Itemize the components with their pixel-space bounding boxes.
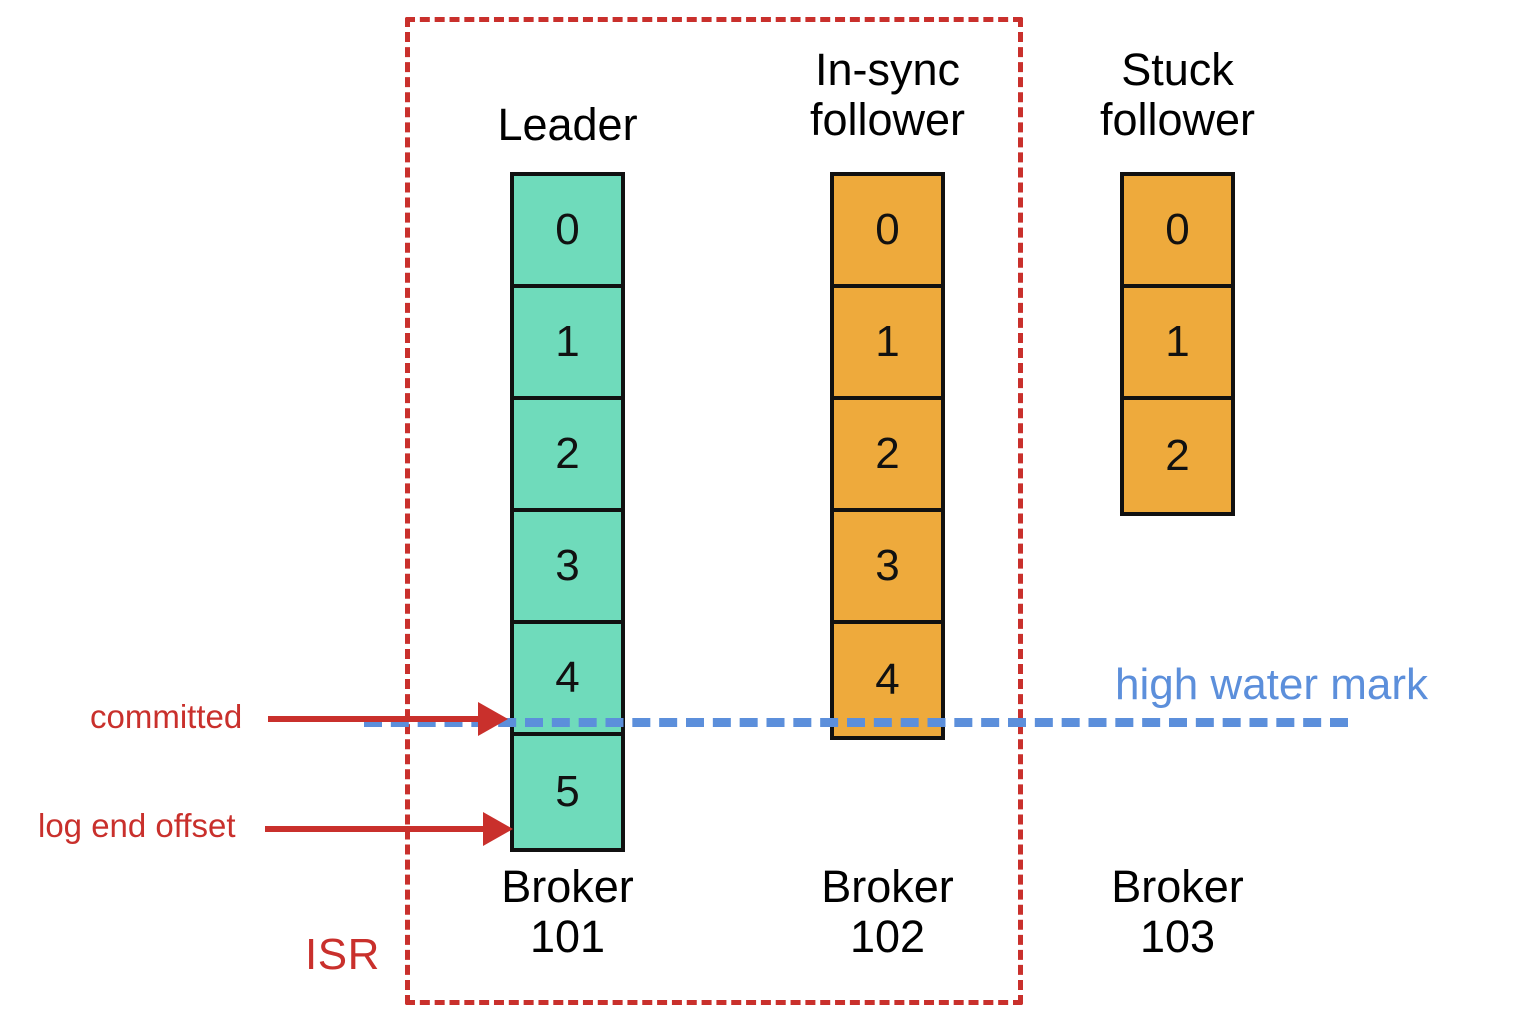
log-cell-leader-offset-4: 4 [514,624,621,736]
log-cell-leader-offset-0: 0 [514,176,621,288]
log-cell-leader-offset-3: 3 [514,512,621,624]
isr-label: ISR [305,930,380,979]
log-cell-in-sync-follower-offset-0: 0 [834,176,941,288]
column-header-leader: Leader [497,99,638,150]
high-water-mark-label: high water mark [1115,660,1429,709]
column-header-in-sync-follower: In-sync follower [809,44,966,146]
log-cell-leader-offset-5: 5 [514,736,621,848]
column-header-stuck-follower: Stuck follower [1099,44,1256,146]
broker-label-103: Broker 103 [1111,861,1244,963]
log-cell-leader-offset-1: 1 [514,288,621,400]
isr-boundary-box [405,17,1023,1005]
log-cell-stuck-follower-offset-1: 1 [1124,288,1231,400]
log-cell-in-sync-follower-offset-1: 1 [834,288,941,400]
log-cell-in-sync-follower-offset-2: 2 [834,400,941,512]
log-end-offset-label: log end offset [38,807,236,844]
log-cell-leader-offset-2: 2 [514,400,621,512]
log-cell-in-sync-follower-offset-3: 3 [834,512,941,624]
broker-label-102: Broker 102 [821,861,954,963]
log-cell-in-sync-follower-offset-4: 4 [834,624,941,736]
log-cell-stuck-follower-offset-2: 2 [1124,400,1231,512]
broker-label-101: Broker 101 [501,861,634,963]
log-cell-stuck-follower-offset-0: 0 [1124,176,1231,288]
high-water-mark-line [364,718,1348,727]
committed-label: committed [90,698,243,735]
